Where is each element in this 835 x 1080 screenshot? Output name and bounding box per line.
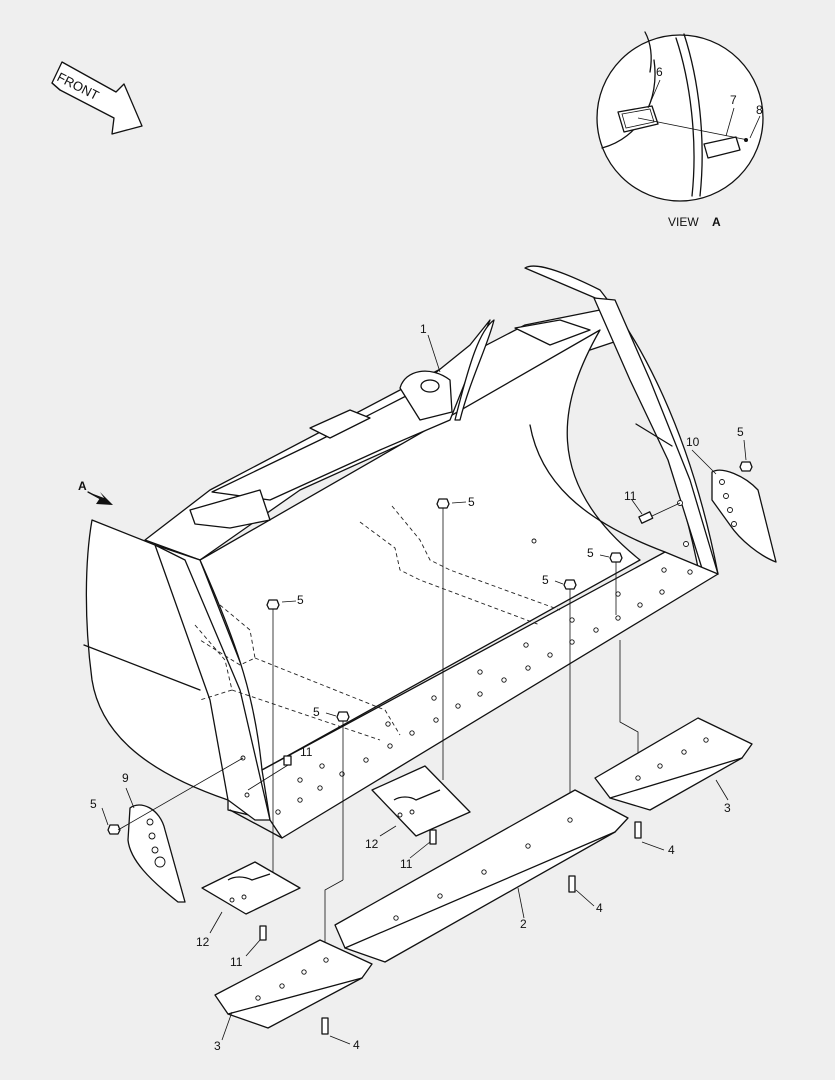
view-a-arrow-icon: A: [78, 479, 113, 505]
decal-plate-6: [617, 105, 659, 133]
callout-12-right: 12: [365, 837, 379, 851]
callout-9: 9: [122, 771, 129, 785]
callout-5-f: 5: [737, 425, 744, 439]
cutting-edge-3-right: [594, 717, 753, 811]
view-a-detail: 6 7 8 VIEW A: [596, 31, 764, 229]
cutting-edge-holes: [275, 538, 693, 815]
callout-11-body: 11: [300, 745, 313, 759]
callout-3-right: 3: [724, 801, 731, 815]
callout-1: 1: [420, 322, 427, 336]
callout-11-shim: 11: [400, 857, 413, 871]
callout-7: 7: [730, 93, 737, 107]
callout-5-e: 5: [587, 546, 594, 560]
callout-4-left: 4: [353, 1038, 360, 1052]
callout-12-left: 12: [196, 935, 210, 949]
callout-11-left: 11: [230, 955, 243, 969]
callout-5-a: 5: [297, 593, 304, 607]
callout-4-right: 4: [668, 843, 675, 857]
callout-3-left: 3: [214, 1039, 221, 1053]
callout-5-b: 5: [313, 705, 320, 719]
bucket-body: [83, 265, 719, 839]
hitch-ear-left: [399, 370, 453, 421]
view-label: VIEW: [668, 215, 699, 229]
side-cutter-right-10: [711, 469, 777, 563]
rivet-8-icon: [744, 138, 748, 142]
cutting-edge-2: [334, 789, 629, 963]
nut-5-icon: [107, 461, 753, 835]
front-arrow-icon: FRONT: [51, 61, 143, 135]
shim-12-right: [371, 765, 471, 837]
arrow-letter: A: [78, 479, 87, 493]
callout-5-g: 5: [90, 797, 97, 811]
decal-plate-7: [703, 136, 741, 159]
callout-11-right: 11: [624, 489, 637, 503]
bolt-11-icon: [259, 511, 654, 941]
side-cutter-left-9: [127, 804, 186, 903]
callout-5-c: 5: [468, 495, 475, 509]
callout-4-middle: 4: [596, 901, 603, 915]
cutting-edge-3-left: [214, 939, 373, 1029]
callout-5-d: 5: [542, 573, 549, 587]
callout-10: 10: [686, 435, 700, 449]
alignment-lines: [117, 508, 639, 955]
callout-6: 6: [656, 65, 663, 79]
bolt-4-icon: [321, 821, 642, 1035]
view-letter: A: [712, 215, 721, 229]
leader-lines: [101, 334, 747, 1045]
callout-2: 2: [520, 917, 527, 931]
callout-8: 8: [756, 103, 763, 117]
shim-12-left: [201, 861, 301, 915]
